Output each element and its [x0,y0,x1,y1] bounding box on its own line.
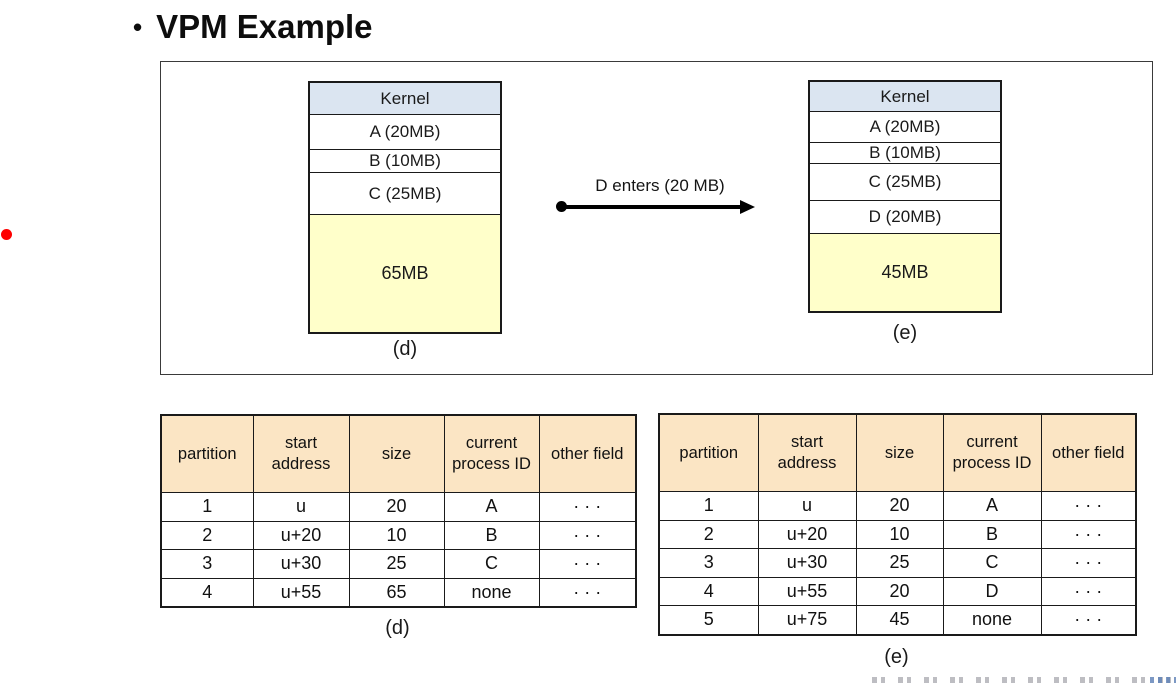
table-cell: u+55 [252,577,350,608]
col-header-other-field: other field [1040,413,1137,492]
mem-block-kernel: Kernel [310,83,500,115]
table-cell: 20 [855,576,944,606]
table-cell: u+30 [757,548,857,578]
memory-diagram-d: Kernel A (20MB) B (10MB) C (25MB) 65MB [308,81,502,334]
table-cell: · · · [538,520,637,550]
mem-block-free: 45MB [810,234,1000,311]
table-cell: · · · [1040,576,1137,606]
diagram-d-label: (d) [392,338,418,360]
table-cell: 5 [658,605,759,635]
mem-block-a: A (20MB) [310,115,500,150]
col-header-current-process-id: current process ID [942,413,1042,492]
table-cell: C [942,548,1042,578]
table-cell: 10 [348,520,445,550]
title-bullet-icon: • [133,12,143,42]
col-header-partition: partition [160,414,254,493]
col-header-start-address: start address [252,414,350,493]
table-cell: D [942,576,1042,606]
table-cell: · · · [1040,548,1137,578]
table-e-label: (e) [884,646,909,668]
table-cell: u+30 [252,549,350,579]
table-cell: · · · [538,577,637,608]
page-title: • VPM Example [133,8,373,46]
mem-block-c: C (25MB) [310,173,500,215]
mem-block-d: D (20MB) [810,201,1000,234]
table-cell: 4 [160,577,254,608]
partition-table-d: partition start address size current pro… [160,414,637,608]
arrow-line [563,205,743,209]
col-header-size: size [855,413,944,492]
table-cell: · · · [1040,605,1137,635]
title-text: VPM Example [156,8,373,45]
col-header-other-field: other field [538,414,637,493]
table-cell: · · · [538,492,637,522]
table-cell: · · · [1040,491,1137,521]
table-header-row: partition start address size current pro… [160,414,637,493]
table-cell: · · · [1040,519,1137,549]
table-cell: 4 [658,576,759,606]
table-cell: 2 [658,519,759,549]
arrow-start-dot [556,201,567,212]
table-cell: u [252,492,350,522]
arrow-head-icon [740,199,755,214]
table-cell: B [942,519,1042,549]
arrow-label: D enters (20 MB) [595,176,725,195]
mem-block-free: 65MB [310,215,500,332]
table-cell: B [443,520,540,550]
partition-table-e: partition start address size current pro… [658,413,1137,636]
table-cell: 45 [855,605,944,635]
clipped-footer-text [872,677,1172,683]
table-header-row: partition start address size current pro… [658,413,1137,492]
col-header-partition: partition [658,413,759,492]
table-cell: u+55 [757,576,857,606]
table-cell: u+20 [757,519,857,549]
col-header-size: size [348,414,445,493]
table-cell: 3 [658,548,759,578]
red-bullet-icon [1,229,12,240]
mem-block-kernel: Kernel [810,82,1000,112]
table-cell: u+20 [252,520,350,550]
table-cell: u [757,491,857,521]
table-cell: 20 [348,492,445,522]
table-cell: 20 [855,491,944,521]
col-header-start-address: start address [757,413,857,492]
mem-block-b: B (10MB) [310,150,500,173]
table-cell: 10 [855,519,944,549]
table-cell: none [942,605,1042,635]
mem-block-c: C (25MB) [810,164,1000,201]
table-cell: C [443,549,540,579]
table-cell: u+75 [757,605,857,635]
table-cell: 2 [160,520,254,550]
memory-diagram-e: Kernel A (20MB) B (10MB) C (25MB) D (20M… [808,80,1002,313]
table-cell: A [942,491,1042,521]
table-cell: 1 [658,491,759,521]
table-cell: 65 [348,577,445,608]
diagram-e-label: (e) [892,322,918,344]
table-cell: 25 [855,548,944,578]
diagram-frame [160,61,1153,375]
table-cell: none [443,577,540,608]
col-header-current-process-id: current process ID [443,414,540,493]
mem-block-b: B (10MB) [810,143,1000,164]
table-cell: 3 [160,549,254,579]
table-d-label: (d) [385,617,410,639]
table-cell: A [443,492,540,522]
clipped-footer-text-link [1150,677,1176,683]
table-cell: · · · [538,549,637,579]
table-cell: 25 [348,549,445,579]
table-cell: 1 [160,492,254,522]
mem-block-a: A (20MB) [810,112,1000,143]
